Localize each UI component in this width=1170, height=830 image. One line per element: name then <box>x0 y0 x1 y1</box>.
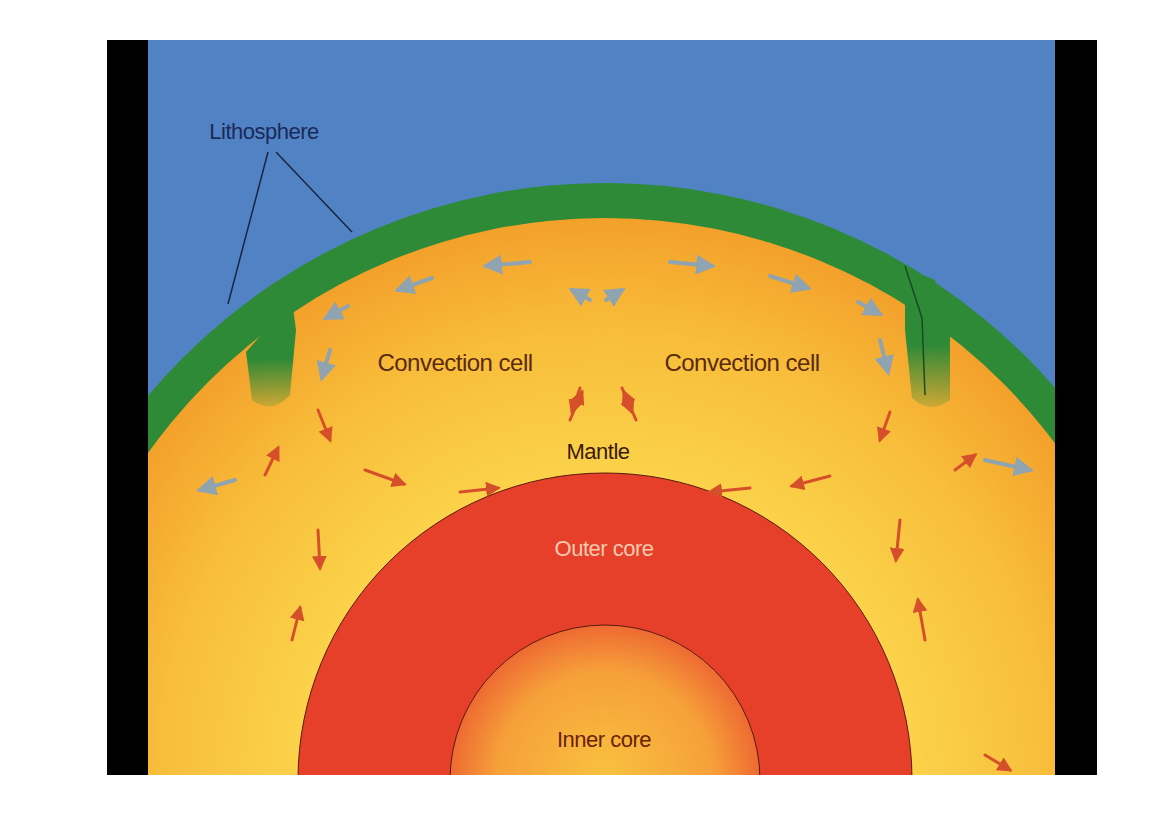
layer-label: Mantle <box>566 440 629 464</box>
layer-label: Lithosphere <box>209 120 318 144</box>
layer-label: Inner core <box>557 728 651 752</box>
outer-core <box>298 473 912 775</box>
cell-label: Convection cell <box>664 350 819 376</box>
mantle-layer <box>148 218 1055 775</box>
convection-arrows <box>265 370 1010 770</box>
plate-boundary <box>905 266 925 395</box>
layer-label: Outer core <box>555 537 654 561</box>
cell-label: Convection cell <box>377 350 532 376</box>
convection-arrows <box>200 262 1030 490</box>
leader-line <box>228 152 352 304</box>
subducting-slab <box>246 300 296 406</box>
inner-core <box>450 625 760 775</box>
lithosphere-layer <box>148 183 1055 775</box>
